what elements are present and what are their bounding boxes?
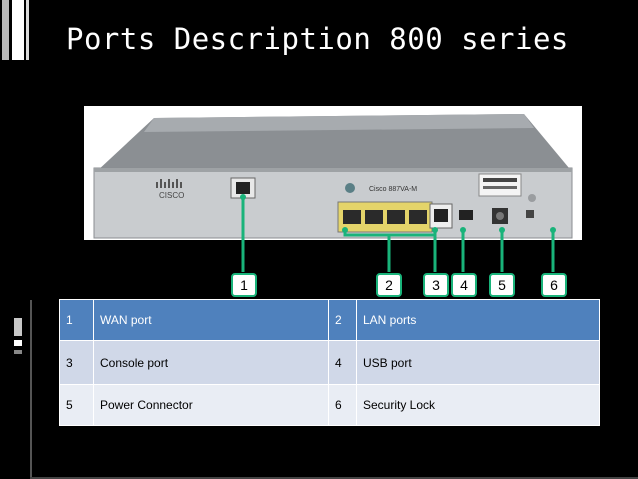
port-number: 5 bbox=[59, 384, 94, 426]
page-title: Ports Description 800 series bbox=[66, 22, 569, 56]
table-row: 1 WAN port 2 LAN ports bbox=[59, 299, 600, 341]
port-name: WAN port bbox=[93, 299, 329, 341]
callout-5: 5 bbox=[489, 273, 515, 297]
callout-2: 2 bbox=[376, 273, 402, 297]
port-number: 4 bbox=[328, 340, 357, 385]
bottom-rule bbox=[30, 477, 638, 479]
cisco-logo: CISCO bbox=[156, 179, 184, 200]
port-name: LAN ports bbox=[356, 299, 600, 341]
table-row: 3 Console port 4 USB port bbox=[59, 340, 600, 385]
power-connector bbox=[492, 208, 508, 224]
router-illustration: CISCO Cisco 887VA-M bbox=[93, 114, 573, 239]
port-number: 1 bbox=[59, 299, 94, 341]
svg-text:CISCO: CISCO bbox=[159, 191, 184, 200]
callout-6: 6 bbox=[541, 273, 567, 297]
console-port bbox=[429, 203, 453, 229]
lan-ports bbox=[337, 201, 433, 233]
wan-port bbox=[230, 177, 256, 199]
port-name: Console port bbox=[93, 340, 329, 385]
port-number: 6 bbox=[328, 384, 357, 426]
ports-table: 1 WAN port 2 LAN ports 3 Console port 4 … bbox=[59, 299, 600, 426]
callout-4: 4 bbox=[451, 273, 477, 297]
security-lock-slot bbox=[526, 210, 534, 218]
router-photo: CISCO Cisco 887VA-M bbox=[84, 106, 582, 240]
port-name: Security Lock bbox=[356, 384, 600, 426]
port-number: 2 bbox=[328, 299, 357, 341]
port-name: USB port bbox=[356, 340, 600, 385]
usb-port bbox=[459, 210, 473, 220]
table-row: 5 Power Connector 6 Security Lock bbox=[59, 384, 600, 426]
port-number: 3 bbox=[59, 340, 94, 385]
callout-3: 3 bbox=[423, 273, 449, 297]
model-label: Cisco 887VA-M bbox=[369, 186, 417, 193]
callout-1: 1 bbox=[231, 273, 257, 297]
port-name: Power Connector bbox=[93, 384, 329, 426]
